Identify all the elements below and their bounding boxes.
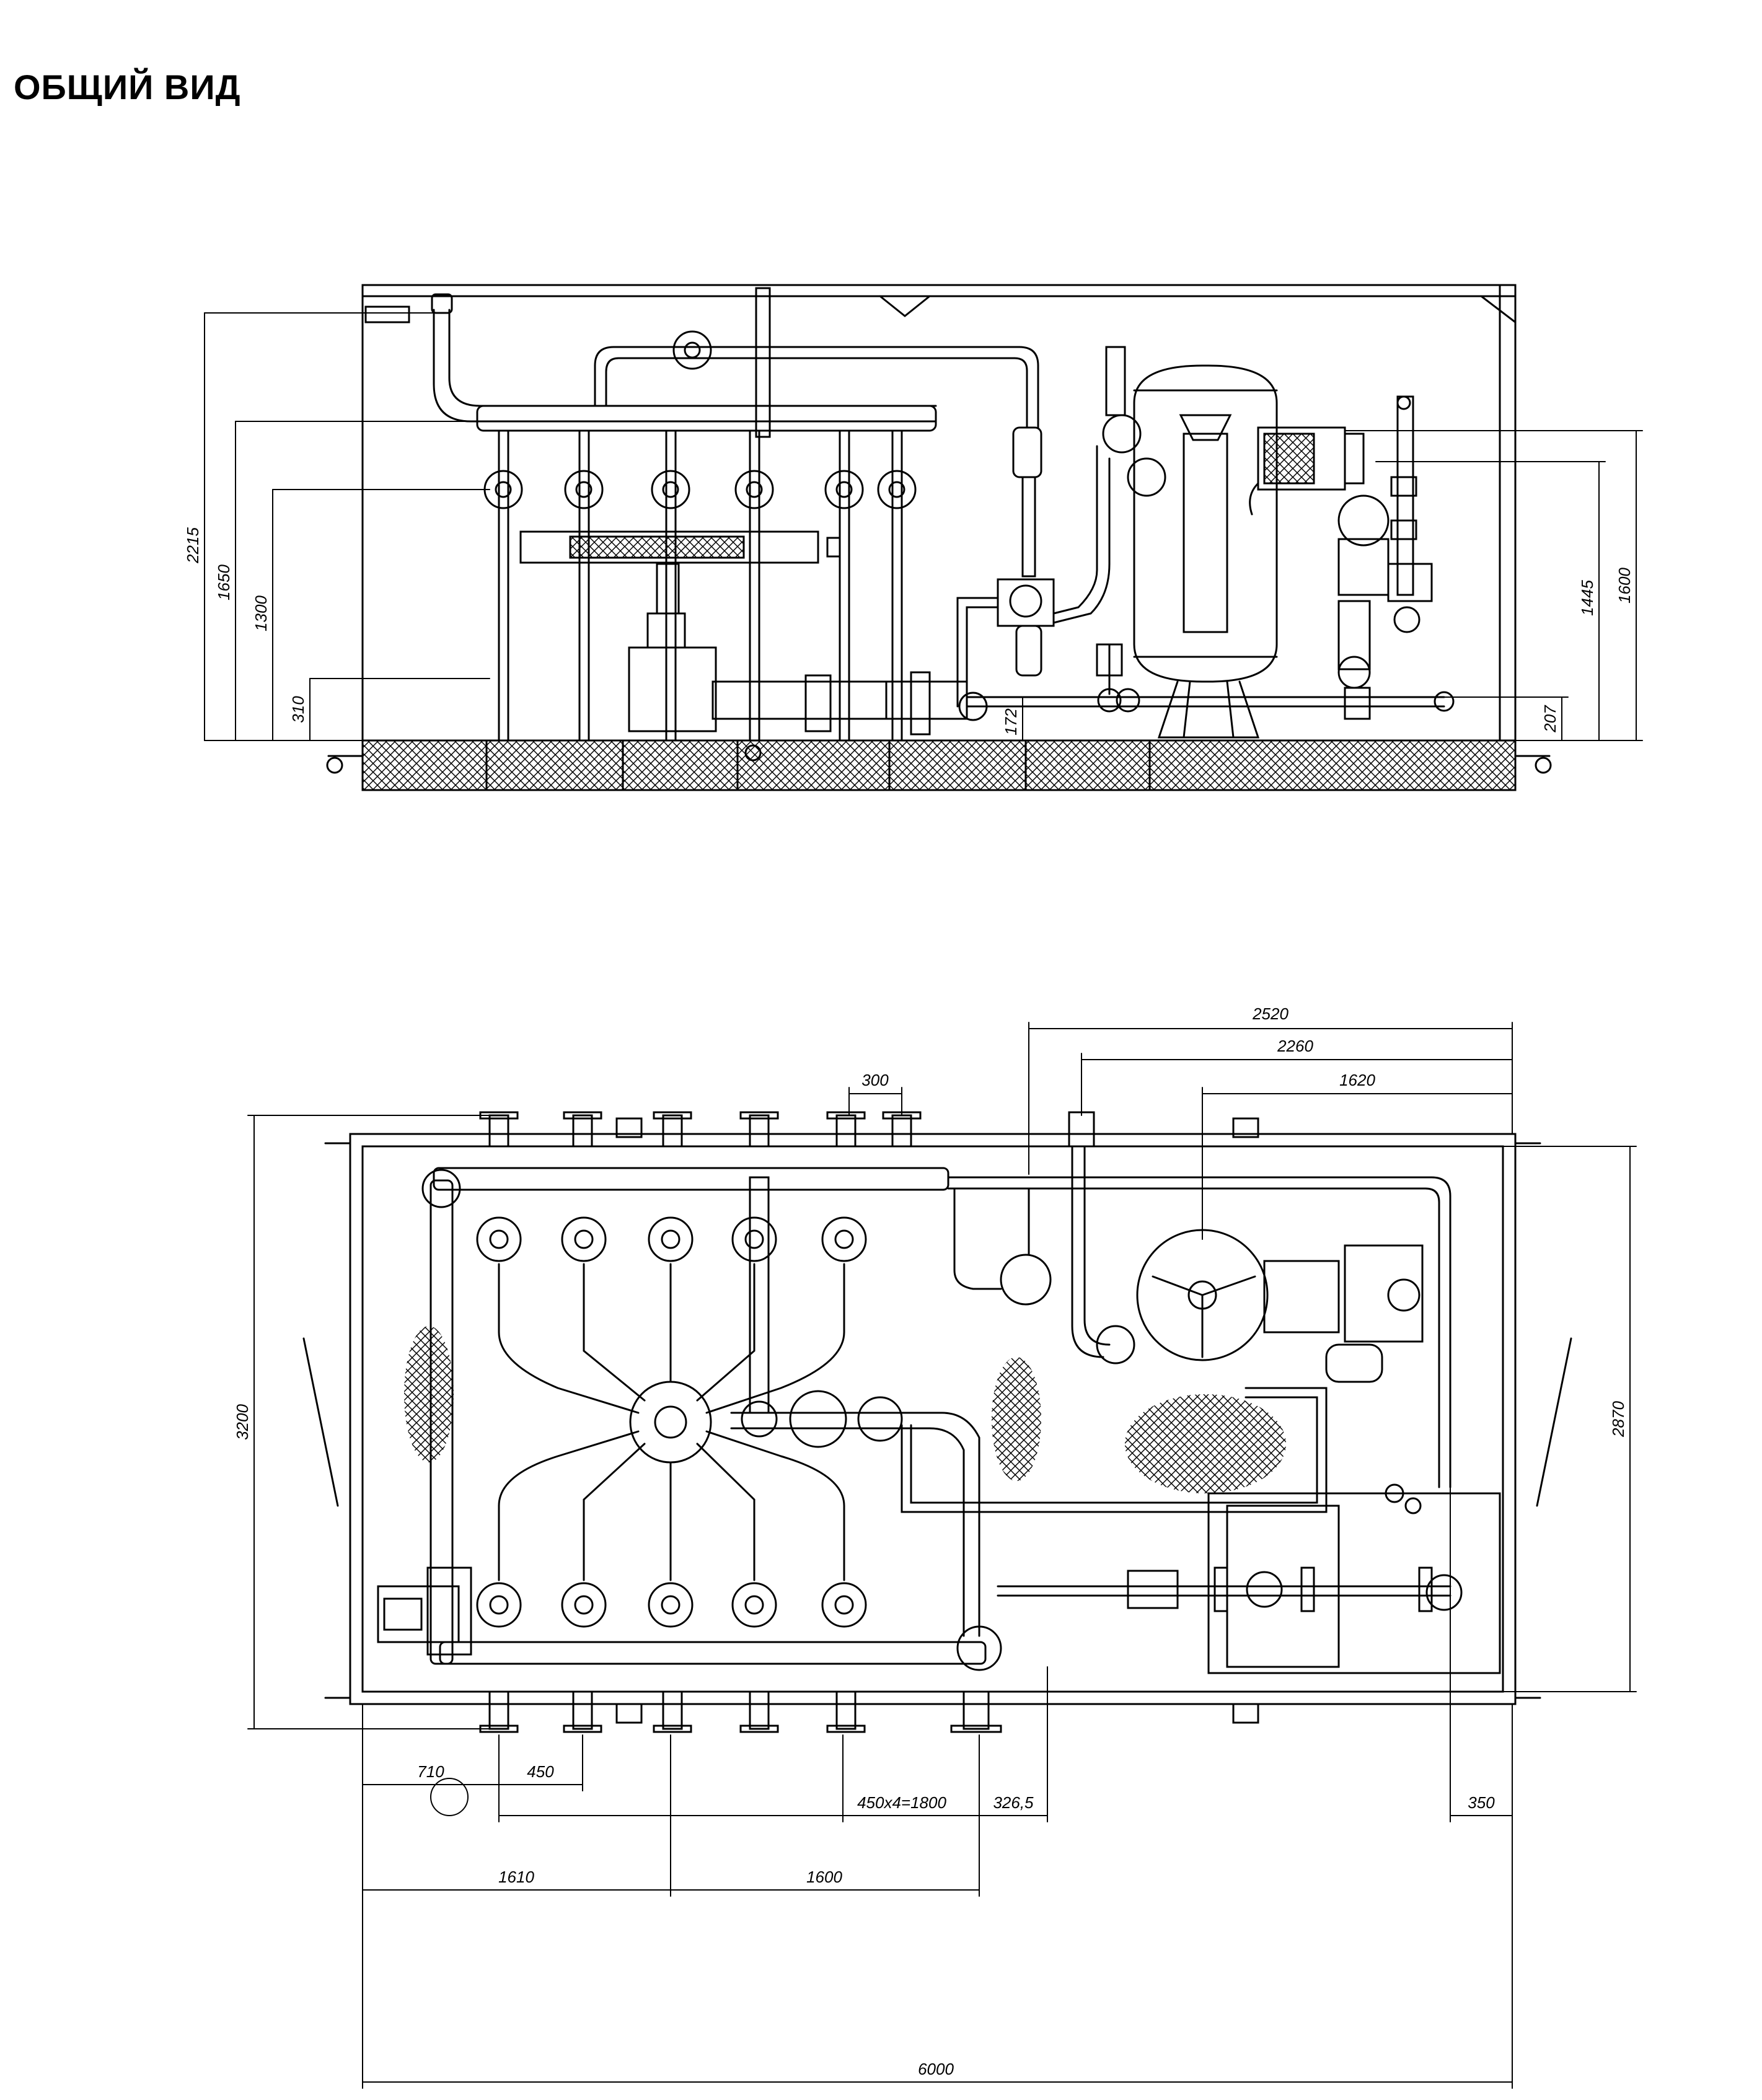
- plan-top-header: [433, 1167, 949, 1191]
- base-skid: [326, 739, 1552, 791]
- plan-bottom-header: [439, 1641, 987, 1665]
- dim-710: 710: [417, 1762, 444, 1781]
- header-pipe: [476, 405, 937, 432]
- separator-plan: [1136, 1229, 1269, 1361]
- elevation-view: 2215 1650 1300 310 172 1445 1600 207: [183, 284, 1643, 791]
- dim-3200: 3200: [233, 1404, 252, 1440]
- dim-326-5: 326,5: [993, 1793, 1034, 1812]
- top-nozzles: [479, 1111, 1259, 1148]
- dim-2870: 2870: [1609, 1401, 1628, 1438]
- dim-300: 300: [861, 1071, 889, 1089]
- plan-dimensions: [247, 1022, 1637, 2089]
- elevation-frame: [361, 284, 1517, 742]
- dim-2520: 2520: [1252, 1004, 1288, 1023]
- plan-valve-row-top: [476, 1216, 867, 1262]
- equipment-box: [1207, 1492, 1501, 1674]
- filter-body: [519, 530, 819, 564]
- dim-350: 350: [1468, 1793, 1495, 1812]
- strainer-plan: [1263, 1260, 1340, 1333]
- dim-310: 310: [289, 696, 307, 723]
- dim-172: 172: [1002, 708, 1020, 736]
- dim-6000: 6000: [918, 2060, 954, 2078]
- plan-view: 2520 2260 1620 300 3200 2870 710 450 450…: [233, 1004, 1637, 2089]
- dim-2215: 2215: [183, 527, 202, 564]
- strainer-body: [1257, 426, 1346, 491]
- dim-2260: 2260: [1277, 1037, 1313, 1055]
- valve-columns: [498, 429, 903, 742]
- plan-frame: [349, 1133, 1517, 1705]
- bottom-nozzles: [479, 1690, 1259, 1733]
- dim-1300: 1300: [252, 595, 270, 631]
- page-title: ОБЩИЙ ВИД: [14, 68, 241, 107]
- dim-1600: 1600: [1615, 568, 1634, 604]
- radial-manifold: [498, 1263, 845, 1581]
- plan-valve-row-bottom: [476, 1582, 867, 1628]
- dim-1600: 1600: [806, 1868, 842, 1886]
- dim-450x4: 450x4=1800: [857, 1793, 946, 1812]
- dim-207: 207: [1541, 705, 1559, 733]
- dim-450: 450: [527, 1762, 554, 1781]
- dim-1445: 1445: [1578, 580, 1597, 616]
- gate-valves: [483, 330, 917, 509]
- elevation-dimensions: [204, 312, 1643, 741]
- dim-1620: 1620: [1339, 1071, 1375, 1089]
- dim-1650: 1650: [214, 565, 233, 600]
- dim-1610: 1610: [498, 1868, 534, 1886]
- separator-vessel: [1133, 364, 1278, 739]
